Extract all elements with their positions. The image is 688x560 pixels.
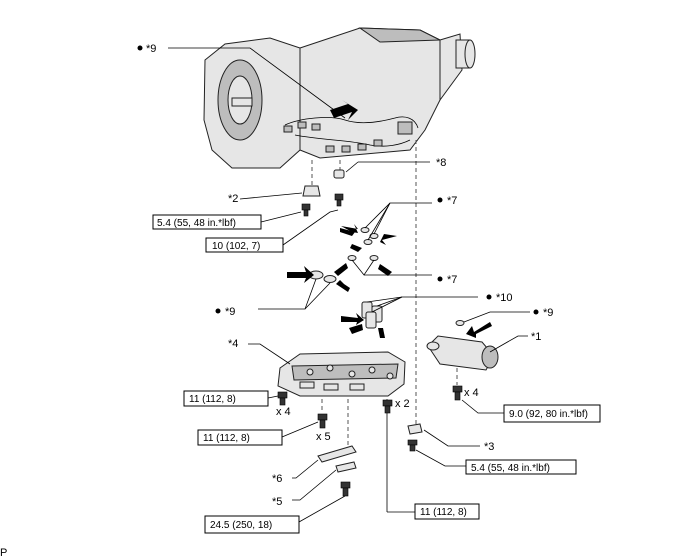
torque-box xyxy=(503,404,601,423)
part-8-sensor xyxy=(333,169,345,179)
bolt xyxy=(382,399,393,414)
torque-box xyxy=(414,503,480,520)
arrow-icon xyxy=(341,224,358,233)
arrow-icon xyxy=(330,100,358,120)
arrow-icon xyxy=(336,280,350,292)
part-6-plate xyxy=(317,445,357,463)
torque-spec: 11 (112, 8) xyxy=(203,433,250,444)
torque-box xyxy=(197,429,283,446)
o-rings-9-left xyxy=(308,270,337,283)
torque-spec: 24.5 (250, 18) xyxy=(210,520,272,531)
arrow-icon xyxy=(378,264,392,276)
arrow-icon xyxy=(341,313,364,325)
transmission-case xyxy=(203,27,476,169)
bolt xyxy=(407,439,418,452)
arrow-icon xyxy=(287,266,314,283)
torque-box xyxy=(183,390,269,407)
solenoid-valves-10 xyxy=(361,301,383,329)
torque-box xyxy=(204,515,300,534)
callout-9-left: *9 xyxy=(225,306,235,318)
figure-code: P xyxy=(0,547,7,559)
part-4-valve-body xyxy=(277,351,406,397)
arrow-icon xyxy=(350,244,362,252)
o-rings-7b xyxy=(347,255,379,261)
arrow-icon xyxy=(334,263,348,276)
arrow-icon xyxy=(378,328,385,338)
count-x4-left: x 4 xyxy=(276,406,291,418)
torque-spec: 5.4 (55, 48 in.*lbf) xyxy=(157,218,236,229)
solenoid-connectors xyxy=(283,121,413,153)
callout-7b: *7 xyxy=(447,274,457,286)
callout-8: *8 xyxy=(436,157,446,169)
bolt xyxy=(301,203,311,217)
part-3-bracket xyxy=(407,423,423,435)
arrow-icon xyxy=(349,324,363,334)
bolt xyxy=(452,385,463,401)
count-x4-right: x 4 xyxy=(464,387,479,399)
count-x5: x 5 xyxy=(316,431,331,443)
callout-6: *6 xyxy=(272,473,282,485)
callout-3: *3 xyxy=(484,441,494,453)
part-1-accumulator xyxy=(426,335,499,371)
callout-1: *1 xyxy=(531,331,541,343)
callout-10: *10 xyxy=(496,292,513,304)
part-5-plate xyxy=(335,461,357,473)
torque-spec: 9.0 (92, 80 in.*lbf) xyxy=(509,409,588,420)
torque-spec: 5.4 (55, 48 in.*lbf) xyxy=(471,463,550,474)
count-x2: x 2 xyxy=(395,398,410,410)
o-rings-7a xyxy=(360,227,379,245)
callout-5: *5 xyxy=(272,496,282,508)
callout-4: *4 xyxy=(228,338,238,350)
bolt xyxy=(277,391,288,406)
part-2-bracket xyxy=(302,185,321,197)
torque-spec: 11 (112, 8) xyxy=(420,507,467,518)
torque-spec: 10 (102, 7) xyxy=(212,241,260,252)
callout-9-top: *9 xyxy=(146,43,156,55)
torque-spec: 11 (112, 8) xyxy=(189,394,236,405)
arrow-icon xyxy=(466,322,492,338)
arrow-icon xyxy=(380,234,397,245)
o-ring-9-right xyxy=(455,320,465,326)
bolt xyxy=(334,193,344,207)
callout-7a: *7 xyxy=(447,195,457,207)
torque-box xyxy=(465,459,577,475)
bolt xyxy=(340,481,351,497)
callout-9-right: *9 xyxy=(543,307,553,319)
bolt xyxy=(317,413,328,429)
callout-2: *2 xyxy=(228,193,238,205)
